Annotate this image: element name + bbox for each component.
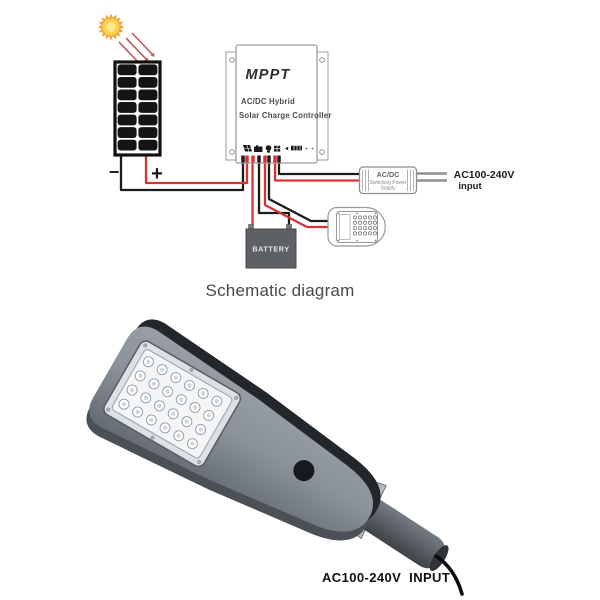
screw-hole bbox=[229, 57, 235, 63]
power-cable-icon bbox=[434, 554, 464, 596]
screw-hole bbox=[229, 149, 235, 155]
ac-input-label: AC100-240V input bbox=[454, 169, 515, 192]
screw-hole bbox=[319, 57, 325, 63]
solar-panel-icon bbox=[113, 60, 162, 157]
wire-panel-positive bbox=[144, 153, 249, 185]
ac-input-line1: AC100-240V bbox=[454, 169, 515, 181]
schematic-diagram: − + MPPT AC/DC Hybrid Solar Charge Contr… bbox=[97, 13, 515, 269]
sun-icon bbox=[97, 13, 125, 41]
lamp-terminal-icon bbox=[265, 145, 272, 153]
battery-terminal-icon bbox=[254, 145, 263, 152]
led-array-dots bbox=[121, 359, 219, 446]
led-panel-screws bbox=[106, 343, 238, 464]
power-supply-line3: Supply bbox=[380, 186, 396, 192]
battery-box: BATTERY bbox=[245, 224, 297, 269]
power-supply-fins bbox=[362, 169, 414, 191]
product-caption: AC100-240V INPUT bbox=[322, 570, 451, 585]
pole-cylinder bbox=[354, 496, 446, 569]
controller-subtitle-1: AC/DC Hybrid bbox=[241, 97, 295, 106]
product-photo bbox=[86, 319, 464, 596]
wire-panel-negative bbox=[119, 153, 245, 192]
load-terminal-icon bbox=[274, 145, 281, 152]
power-supply-box: AC/DC Switching Power Supply bbox=[358, 166, 418, 195]
wires-black bbox=[119, 153, 362, 225]
solar-terminal-icon bbox=[243, 144, 252, 152]
terminal-blocks-red bbox=[245, 155, 277, 163]
controller-subtitle-2: Solar Charge Controller bbox=[239, 111, 332, 120]
terminal-icons: + + bbox=[243, 144, 314, 153]
tiny-plus-mark: + bbox=[305, 147, 308, 153]
mppt-controller-box: MPPT AC/DC Hybrid Solar Charge Controlle… bbox=[225, 44, 332, 164]
led-panel bbox=[103, 340, 242, 468]
wire-lamp-positive bbox=[263, 160, 330, 229]
screw-hole bbox=[319, 149, 325, 155]
wire-supply-positive bbox=[273, 160, 362, 182]
striped-block-icon bbox=[291, 145, 302, 151]
panel-negative-label: − bbox=[109, 162, 120, 182]
light-sensor-icon bbox=[293, 460, 315, 482]
sun-rays bbox=[118, 32, 155, 66]
sun-core-highlight bbox=[106, 22, 116, 32]
lamp-driver-compartment bbox=[339, 214, 351, 240]
schematic-caption: Schematic diagram bbox=[205, 281, 355, 300]
lamp-frame-screws bbox=[337, 212, 377, 242]
power-supply-line1: AC/DC bbox=[377, 170, 400, 179]
wire-supply-negative bbox=[277, 160, 362, 176]
ac-input-line2: input bbox=[458, 181, 482, 192]
power-supply-line2: Switching Power bbox=[370, 180, 407, 186]
lamp-body bbox=[86, 319, 381, 541]
tiny-plus-mark: + bbox=[311, 147, 314, 153]
wire-lamp-negative bbox=[267, 160, 330, 223]
ac-input-wires bbox=[414, 172, 447, 182]
lamp-led-grid bbox=[353, 215, 378, 236]
terminal-blocks-black bbox=[241, 155, 281, 163]
street-lamp-top-view-icon bbox=[327, 206, 386, 247]
controller-title: MPPT bbox=[245, 67, 290, 83]
wire-battery-negative bbox=[257, 160, 291, 225]
panel-positive-label: + bbox=[151, 163, 163, 185]
wires-red bbox=[144, 153, 362, 229]
battery-label: BATTERY bbox=[252, 245, 289, 254]
arrow-terminal-icon bbox=[285, 146, 289, 151]
